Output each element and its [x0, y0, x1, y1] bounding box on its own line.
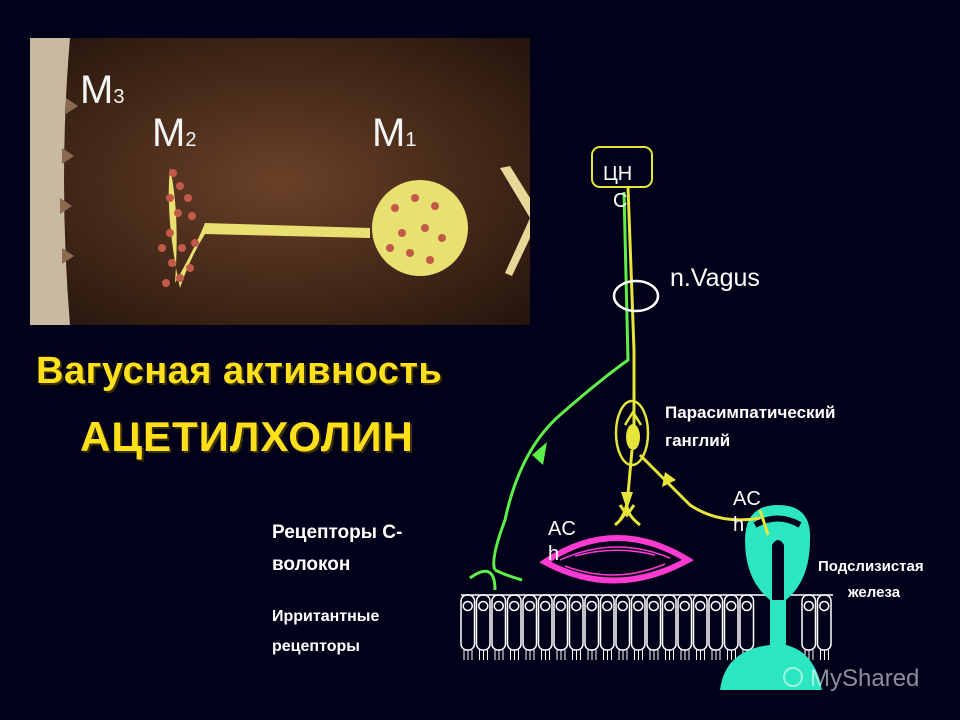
- epithelial-cell: [460, 594, 476, 651]
- cell-nucleus: [602, 600, 613, 612]
- m1-soma: [372, 180, 468, 276]
- cell-nucleus: [664, 600, 675, 612]
- epithelial-cell: [599, 594, 615, 651]
- watermark: MyShared: [783, 665, 919, 692]
- neuron-photo: M3 M2 M1: [30, 38, 530, 325]
- epithelial-cell: [568, 594, 584, 651]
- epithelial-cell: [506, 594, 522, 651]
- right-arrow-shape: [500, 166, 530, 276]
- smooth-muscle: [539, 535, 694, 584]
- cns-box: [591, 146, 653, 188]
- cell-nucleus: [710, 600, 721, 612]
- watermark-logo-icon: [783, 667, 803, 687]
- submucosal-gland: [720, 505, 822, 690]
- cell-nucleus: [462, 600, 473, 612]
- cell-nucleus: [571, 600, 582, 612]
- title-vagal-activity: Вагусная активность: [36, 350, 443, 392]
- cell-nucleus: [540, 600, 551, 612]
- epithelial-cell: [677, 594, 693, 651]
- gland-label-line1: Подслизистая: [818, 558, 924, 575]
- parasympathetic-ganglion: [614, 399, 650, 467]
- epithelial-cell: [801, 594, 817, 651]
- c-fiber-afferent: [469, 191, 630, 591]
- epithelial-cell: [816, 594, 832, 651]
- m2-terminal: [158, 168, 370, 288]
- gland-label-line2: железа: [847, 584, 901, 601]
- cell-nucleus: [679, 600, 690, 612]
- epithelial-cell: [661, 594, 677, 651]
- photo-background: [30, 38, 530, 325]
- cns-label-line2: С: [613, 190, 627, 212]
- m1-label: M1: [372, 111, 416, 155]
- epithelial-cell: [646, 594, 662, 651]
- c-fiber-receptors-line2: волокон: [272, 554, 350, 575]
- cell-nucleus: [803, 600, 814, 612]
- m3-label: M3: [80, 68, 124, 112]
- ach-right-label-line2: h: [733, 514, 744, 536]
- irritant-receptors-line2: рецепторы: [272, 638, 360, 655]
- epithelial-cell: [630, 594, 646, 651]
- cell-nucleus: [509, 600, 520, 612]
- ganglion-label-line1: Парасимпатический: [665, 403, 835, 422]
- epithelial-cell: [537, 594, 553, 651]
- ach-right-label-line1: AC: [733, 488, 761, 510]
- fiber-arrow-muscle: [621, 492, 633, 510]
- m2-label: M2: [152, 111, 196, 155]
- cell-nucleus: [741, 600, 752, 612]
- watermark-text: MyShared: [810, 665, 919, 692]
- c-fiber-arrow: [532, 442, 547, 465]
- fiber-arrow-gland: [662, 472, 676, 487]
- ach-left-label-line1: AC: [548, 518, 576, 540]
- irritant-receptors-line1: Ирритантные: [272, 608, 379, 625]
- epithelial-cell: [723, 594, 739, 651]
- cell-nucleus: [493, 600, 504, 612]
- cell-nucleus: [524, 600, 535, 612]
- cell-nucleus: [586, 600, 597, 612]
- cell-nucleus: [478, 600, 489, 612]
- epithelial-cell: [692, 594, 708, 651]
- c-fiber-receptors-line1: Рецепторы С-: [272, 522, 402, 543]
- cell-nucleus: [726, 600, 737, 612]
- epithelial-cell: [553, 594, 569, 651]
- cell-nucleus: [648, 600, 659, 612]
- epithelial-cell: [491, 594, 507, 651]
- m3-receptors: [60, 98, 78, 264]
- m3-membrane: [30, 38, 70, 325]
- epithelial-cell: [615, 594, 631, 651]
- cell-nucleus: [617, 600, 628, 612]
- cell-nucleus: [555, 600, 566, 612]
- ach-left-label-line2: h: [548, 543, 559, 565]
- vagus-label: n.Vagus: [670, 264, 760, 292]
- epithelial-cell: [475, 594, 491, 651]
- vagal-efferent-fiber: [614, 186, 770, 536]
- cell-nucleus: [695, 600, 706, 612]
- cell-nucleus: [819, 600, 830, 612]
- epithelial-cell: [522, 594, 538, 651]
- ganglion-label-line2: ганглий: [665, 431, 730, 450]
- cell-nucleus: [633, 600, 644, 612]
- epithelial-cell: [584, 594, 600, 651]
- title-acetylcholine: АЦЕТИЛХОЛИН: [80, 413, 414, 460]
- cns-label-line1: ЦН: [603, 163, 632, 185]
- vagus-nerve-ring: [612, 279, 660, 313]
- epithelial-cell: [708, 594, 724, 651]
- epithelial-cell: [739, 594, 755, 651]
